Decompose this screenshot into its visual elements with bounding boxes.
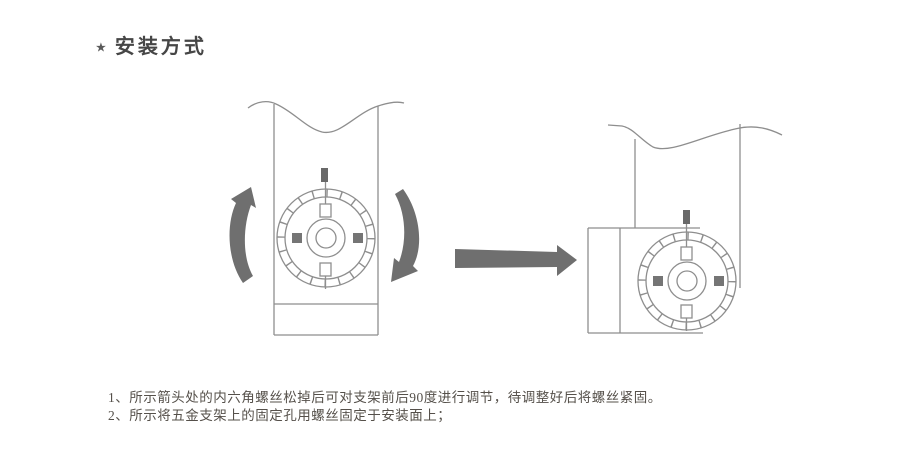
right-fixing-hole	[353, 233, 363, 243]
dial-tick-marks	[277, 189, 375, 287]
top-mount-hole	[680, 246, 693, 261]
rotate-clockwise-arrow	[391, 189, 420, 282]
dial-center-hole	[315, 227, 337, 249]
page-title-text: 安装方式	[114, 36, 207, 58]
adjustment-dial	[276, 168, 376, 289]
right-fixing-hole	[714, 276, 724, 286]
dial-center-hole	[676, 270, 698, 292]
break-line	[607, 124, 783, 150]
left-fixing-hole	[653, 276, 663, 286]
right-arrow	[455, 245, 577, 276]
rotate-counterclockwise-arrow	[229, 187, 256, 283]
star-icon: ★	[96, 42, 106, 54]
dial-tick-marks	[638, 232, 736, 330]
dial-hub	[306, 218, 346, 258]
page-title: ★ 安装方式	[96, 34, 207, 60]
dial-hub	[667, 261, 707, 301]
bottom-mount-hole	[680, 304, 693, 319]
note-line-2: 2、所示将五金支架上的固定孔用螺丝固定于安装面上；	[108, 408, 452, 423]
adjustment-dial	[637, 210, 737, 331]
hex-screw-icon	[321, 168, 328, 182]
hex-screw-icon	[683, 210, 690, 224]
break-line	[247, 101, 405, 134]
vertical-bracket-diagram	[247, 101, 405, 336]
note-line-1: 1、所示箭头处的内六角螺丝松掉后可对支架前后90度进行调节，待调整好后将螺丝紧固…	[108, 390, 662, 405]
left-fixing-hole	[292, 233, 302, 243]
rotated-bracket-diagram	[587, 124, 783, 334]
instruction-notes: 1、所示箭头处的内六角螺丝松掉后可对支架前后90度进行调节，待调整好后将螺丝紧固…	[108, 389, 662, 425]
top-mount-hole	[319, 203, 332, 218]
bottom-mount-hole	[319, 262, 332, 277]
